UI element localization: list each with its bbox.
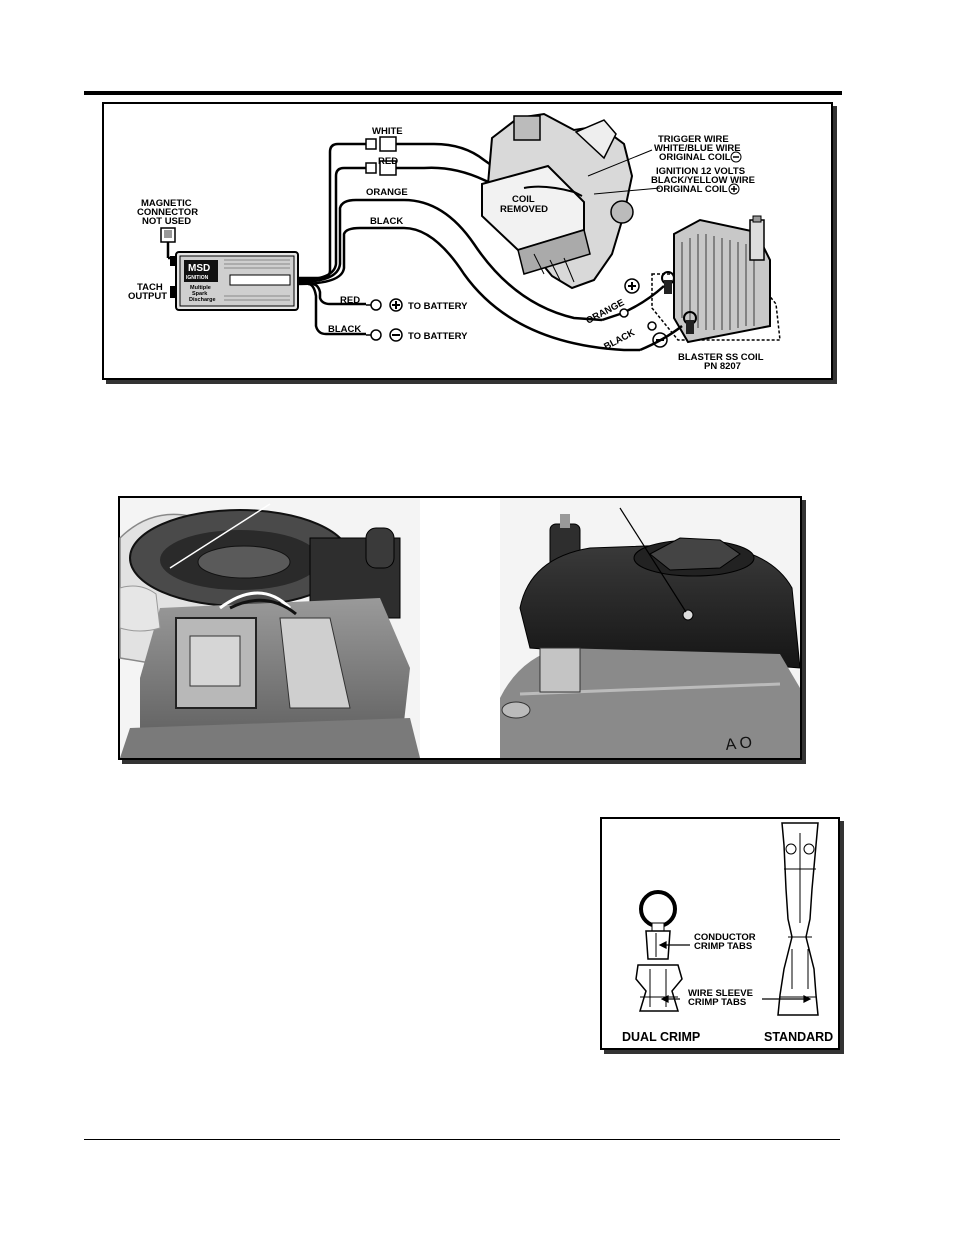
magnetic-label-2: CONNECTOR — [137, 207, 198, 218]
wire-connectors — [365, 136, 397, 341]
red-wire-top — [297, 166, 368, 282]
top-rule — [84, 91, 842, 95]
coil-removed-2: REMOVED — [500, 204, 548, 215]
wiring-diagram-panel: MSD IGNITION Multiple Spark Discharge MA… — [102, 102, 833, 380]
blaster-label-1: BLASTER SS COIL — [678, 352, 764, 363]
orange-wire — [297, 198, 603, 322]
tach-label-2: OUTPUT — [128, 291, 167, 302]
msd-ignition-box: MSD IGNITION Multiple Spark Discharge — [170, 251, 299, 311]
standard-terminal — [777, 822, 819, 1016]
white-label: WHITE — [372, 126, 403, 137]
right-photo-distributor-closed: A O — [500, 498, 801, 758]
sleeve-label-1: WIRE SLEEVE — [688, 988, 753, 999]
standard-label: STANDARD — [764, 1030, 833, 1044]
box-text-2: Spark — [192, 291, 208, 297]
ignition-label-3: ORIGINAL COIL — [656, 184, 728, 195]
magnetic-connector — [160, 227, 176, 260]
black-bottom-label: BLACK — [328, 324, 361, 335]
crimp-diagram: CONDUCTOR CRIMP TABS WIRE SLEEVE CRIMP T… — [622, 822, 833, 1044]
distributor-photos: A O — [119, 498, 801, 758]
sleeve-label-2: CRIMP TABS — [688, 997, 746, 1008]
tach-label-1: TACH — [137, 282, 163, 293]
red-wire-dist — [396, 166, 525, 200]
conductor-label-1: CONDUCTOR — [694, 932, 756, 943]
to-battery-neg: TO BATTERY — [408, 331, 468, 342]
blaster-coil-illustration — [651, 215, 781, 344]
white-wire-dist — [396, 142, 525, 190]
trigger-label-2: WHITE/BLUE WIRE — [654, 143, 741, 154]
wire-harness — [297, 142, 640, 352]
blaster-label-2: PN 8207 — [704, 361, 741, 372]
box-text-1: Multiple — [190, 285, 211, 291]
coil-removed-1: COIL — [512, 194, 535, 205]
red-bottom-label: RED — [340, 295, 360, 306]
black-wire-bottom — [307, 282, 366, 336]
trigger-label-3: ORIGINAL COIL — [659, 152, 731, 163]
right-photo-stamp: A O — [725, 734, 753, 754]
box-text-3: Discharge — [189, 297, 216, 303]
magnetic-label-1: MAGNETIC — [141, 198, 192, 209]
wiring-diagram: MSD IGNITION Multiple Spark Discharge MA… — [128, 112, 781, 372]
distributor-photo-panel: A O — [118, 496, 802, 760]
black-wire — [297, 226, 640, 352]
crimp-diagram-panel: CONDUCTOR CRIMP TABS WIRE SLEEVE CRIMP T… — [600, 817, 840, 1050]
to-battery-pos: TO BATTERY — [408, 301, 468, 312]
left-photo-distributor-open — [119, 498, 420, 758]
orange-top-label: ORANGE — [366, 187, 408, 198]
dual-crimp-label: DUAL CRIMP — [622, 1030, 700, 1044]
conductor-label-2: CRIMP TABS — [694, 941, 752, 952]
trigger-label-1: TRIGGER WIRE — [658, 134, 729, 145]
msd-logo: MSD — [188, 263, 210, 274]
battery-terminal-icons — [389, 298, 403, 342]
white-wire — [298, 142, 368, 280]
distributor-illustration — [481, 112, 634, 290]
dual-crimp-terminal — [635, 890, 683, 1012]
ignition-label-2: BLACK/YELLOW WIRE — [651, 175, 755, 186]
red-top-label: RED — [378, 156, 398, 167]
black-top-label: BLACK — [370, 216, 403, 227]
red-wire-bottom — [311, 282, 366, 306]
msd-logo-sub: IGNITION — [186, 275, 209, 281]
ignition-label-1: IGNITION 12 VOLTS — [656, 166, 745, 177]
magnetic-label-3: NOT USED — [142, 216, 191, 227]
bottom-rule — [84, 1139, 840, 1140]
